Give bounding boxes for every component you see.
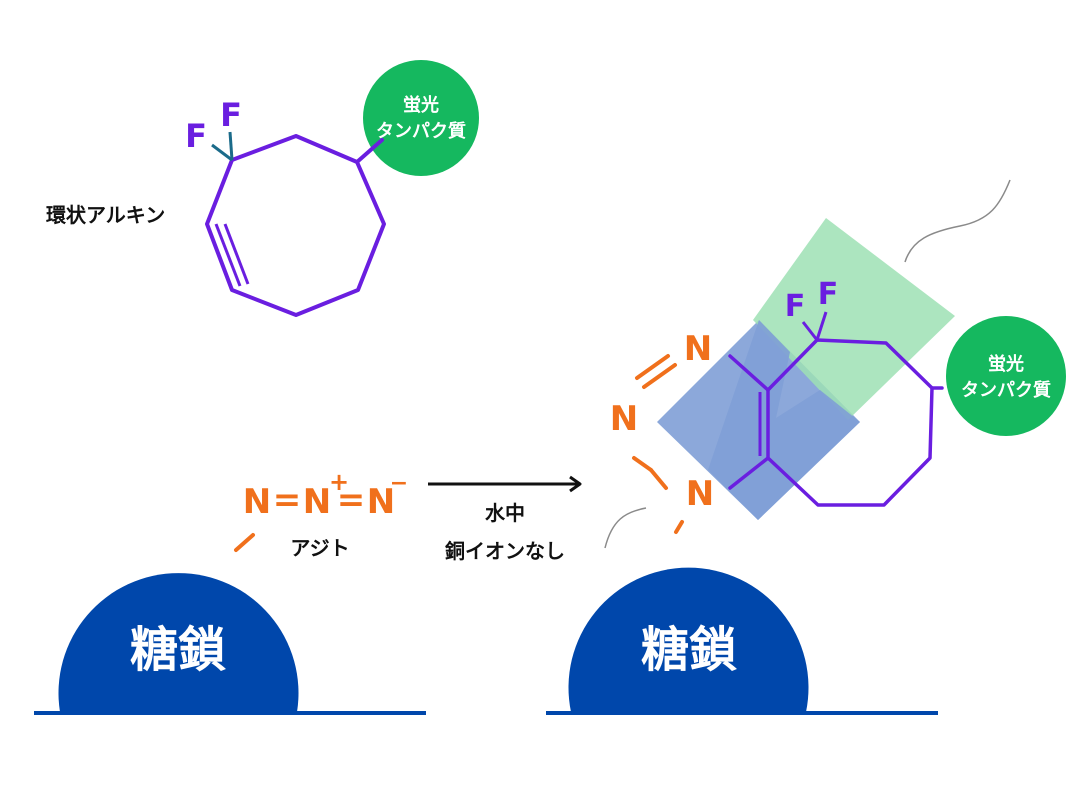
cf2-group-left bbox=[211, 131, 234, 162]
fluorine-label-4: F bbox=[818, 277, 839, 312]
fluor-label-2: タンパク質 bbox=[376, 120, 466, 142]
tether-line-top bbox=[904, 179, 1011, 263]
azide-n-1: N bbox=[243, 482, 271, 522]
azide-plus: + bbox=[329, 468, 349, 496]
fluorine-label-2: F bbox=[220, 96, 242, 134]
fluor-label-3: 蛍光 bbox=[988, 353, 1024, 375]
azide-group: N = N + = N − bbox=[234, 468, 408, 552]
sugar-chain-label-left: 糖鎖 bbox=[130, 622, 226, 678]
condition-label-2: 銅イオンなし bbox=[445, 539, 565, 563]
fluor-label-4: タンパク質 bbox=[961, 379, 1051, 401]
light-green-block bbox=[753, 218, 955, 420]
fluorescent-protein-left: 蛍光 タンパク質 bbox=[363, 60, 479, 176]
triazole-n-1: N bbox=[684, 329, 712, 369]
cf2-group-right bbox=[801, 311, 828, 341]
triple-bond-lines bbox=[214, 223, 250, 287]
azide-minus: − bbox=[390, 471, 408, 496]
condition-label-1: 水中 bbox=[485, 501, 525, 525]
triazole-n-2: N bbox=[610, 399, 638, 439]
tether-line-bottom bbox=[604, 507, 647, 549]
azide-eq-1: = bbox=[273, 480, 302, 520]
azide-label: アジト bbox=[290, 536, 349, 560]
sugar-chain-label-right: 糖鎖 bbox=[641, 622, 737, 678]
sugar-chain-right: 糖鎖 bbox=[546, 567, 938, 715]
azide-n-2: N bbox=[303, 482, 331, 522]
cyclic-alkyne-label: 環状アルキン bbox=[46, 203, 165, 227]
azide-n-3: N bbox=[367, 482, 395, 522]
cyclooctene-ring-right bbox=[728, 338, 944, 507]
fluorescent-protein-right: 蛍光 タンパク質 bbox=[946, 316, 1066, 436]
sugar-chain-left: 糖鎖 bbox=[34, 573, 426, 715]
azide-eq-2: = bbox=[337, 480, 366, 520]
triazole-n-3: N bbox=[686, 474, 714, 514]
fluor-label-1: 蛍光 bbox=[403, 94, 439, 116]
fluorine-label-3: F bbox=[785, 289, 806, 324]
cyclooctyne-ring-left bbox=[205, 134, 386, 317]
triazole-bonds bbox=[632, 354, 684, 534]
fluorine-label-1: F bbox=[185, 117, 207, 155]
reaction-arrow bbox=[428, 475, 582, 493]
